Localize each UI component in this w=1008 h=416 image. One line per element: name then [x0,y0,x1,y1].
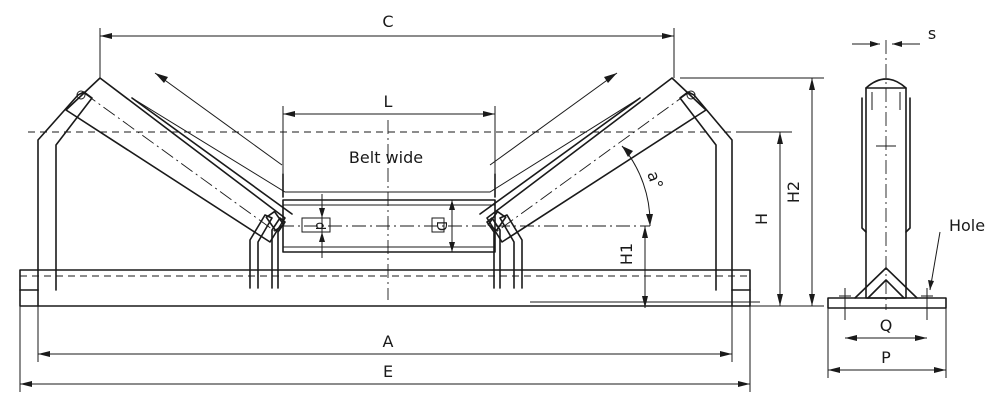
dim-label-h: H [752,213,771,225]
center-brackets [249,214,523,289]
dim-label-e: E [383,362,393,381]
dimensions: C L Belt wide d D a° H1 [19,12,824,392]
front-view [19,72,760,307]
base-channel [19,269,751,307]
dim-label-h1: H1 [617,243,636,265]
side-view: s Hole Q P [827,24,985,378]
dim-label-h2: H2 [784,181,803,203]
dim-label-p: P [881,348,891,367]
dim-label-d: d [312,222,327,230]
right-wing-roller [479,72,707,243]
dim-label-q: Q [880,316,893,335]
side-base-plate [827,297,947,309]
left-wing-roller [65,72,293,243]
dim-label-c: C [382,12,393,31]
center-roller [280,199,650,253]
belt-outline [131,97,641,193]
belt-wide-label: Belt wide [349,148,423,167]
dim-label-a: A [383,332,394,351]
dim-label-D: D [433,221,448,231]
dim-label-s: s [928,24,936,43]
angle-label: a° [643,169,667,192]
hole-label: Hole [949,216,985,235]
dim-label-l: L [384,92,393,111]
